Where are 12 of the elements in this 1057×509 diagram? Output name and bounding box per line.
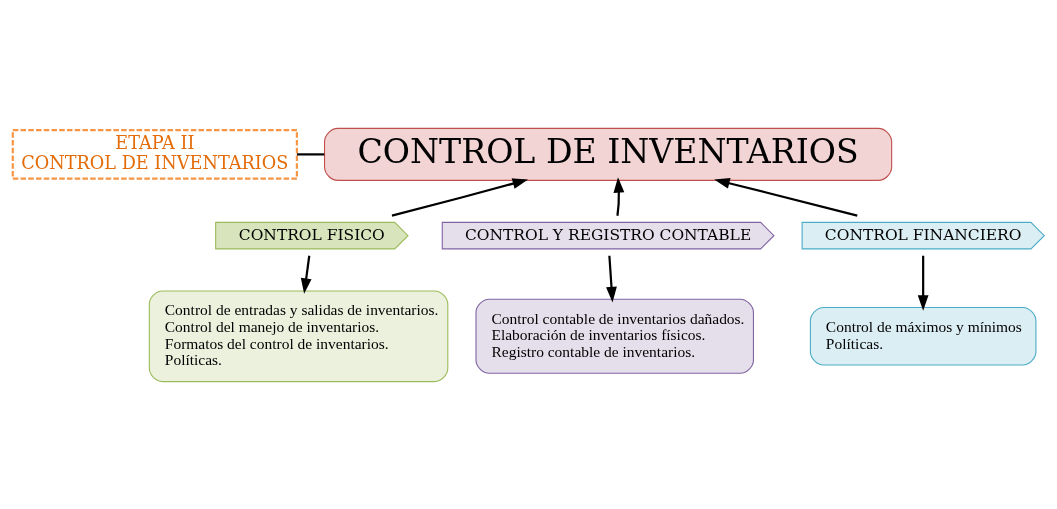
arrow [714, 177, 858, 217]
node-box: Control contable de inventarios dañados. Elaboración de inventarios físicos. Registro contable de inventarios. [475, 298, 755, 374]
node-box: Control de máximos y mínimos Políticas. [809, 306, 1037, 366]
node-box: CONTROL DE INVENTARIOS [324, 127, 893, 181]
arrow [917, 255, 929, 311]
connector [296, 152, 325, 155]
arrow [391, 177, 529, 217]
arrow [606, 255, 617, 302]
node-box: Control de entradas y salidas de inventarios. Control del manejo de inventarios. Formatos del control de inventarios. Políticas. [148, 289, 449, 382]
arrow [300, 255, 312, 294]
node-box: ETAPA II CONTROL DE INVENTARIOS [11, 128, 298, 180]
arrow [613, 176, 625, 216]
